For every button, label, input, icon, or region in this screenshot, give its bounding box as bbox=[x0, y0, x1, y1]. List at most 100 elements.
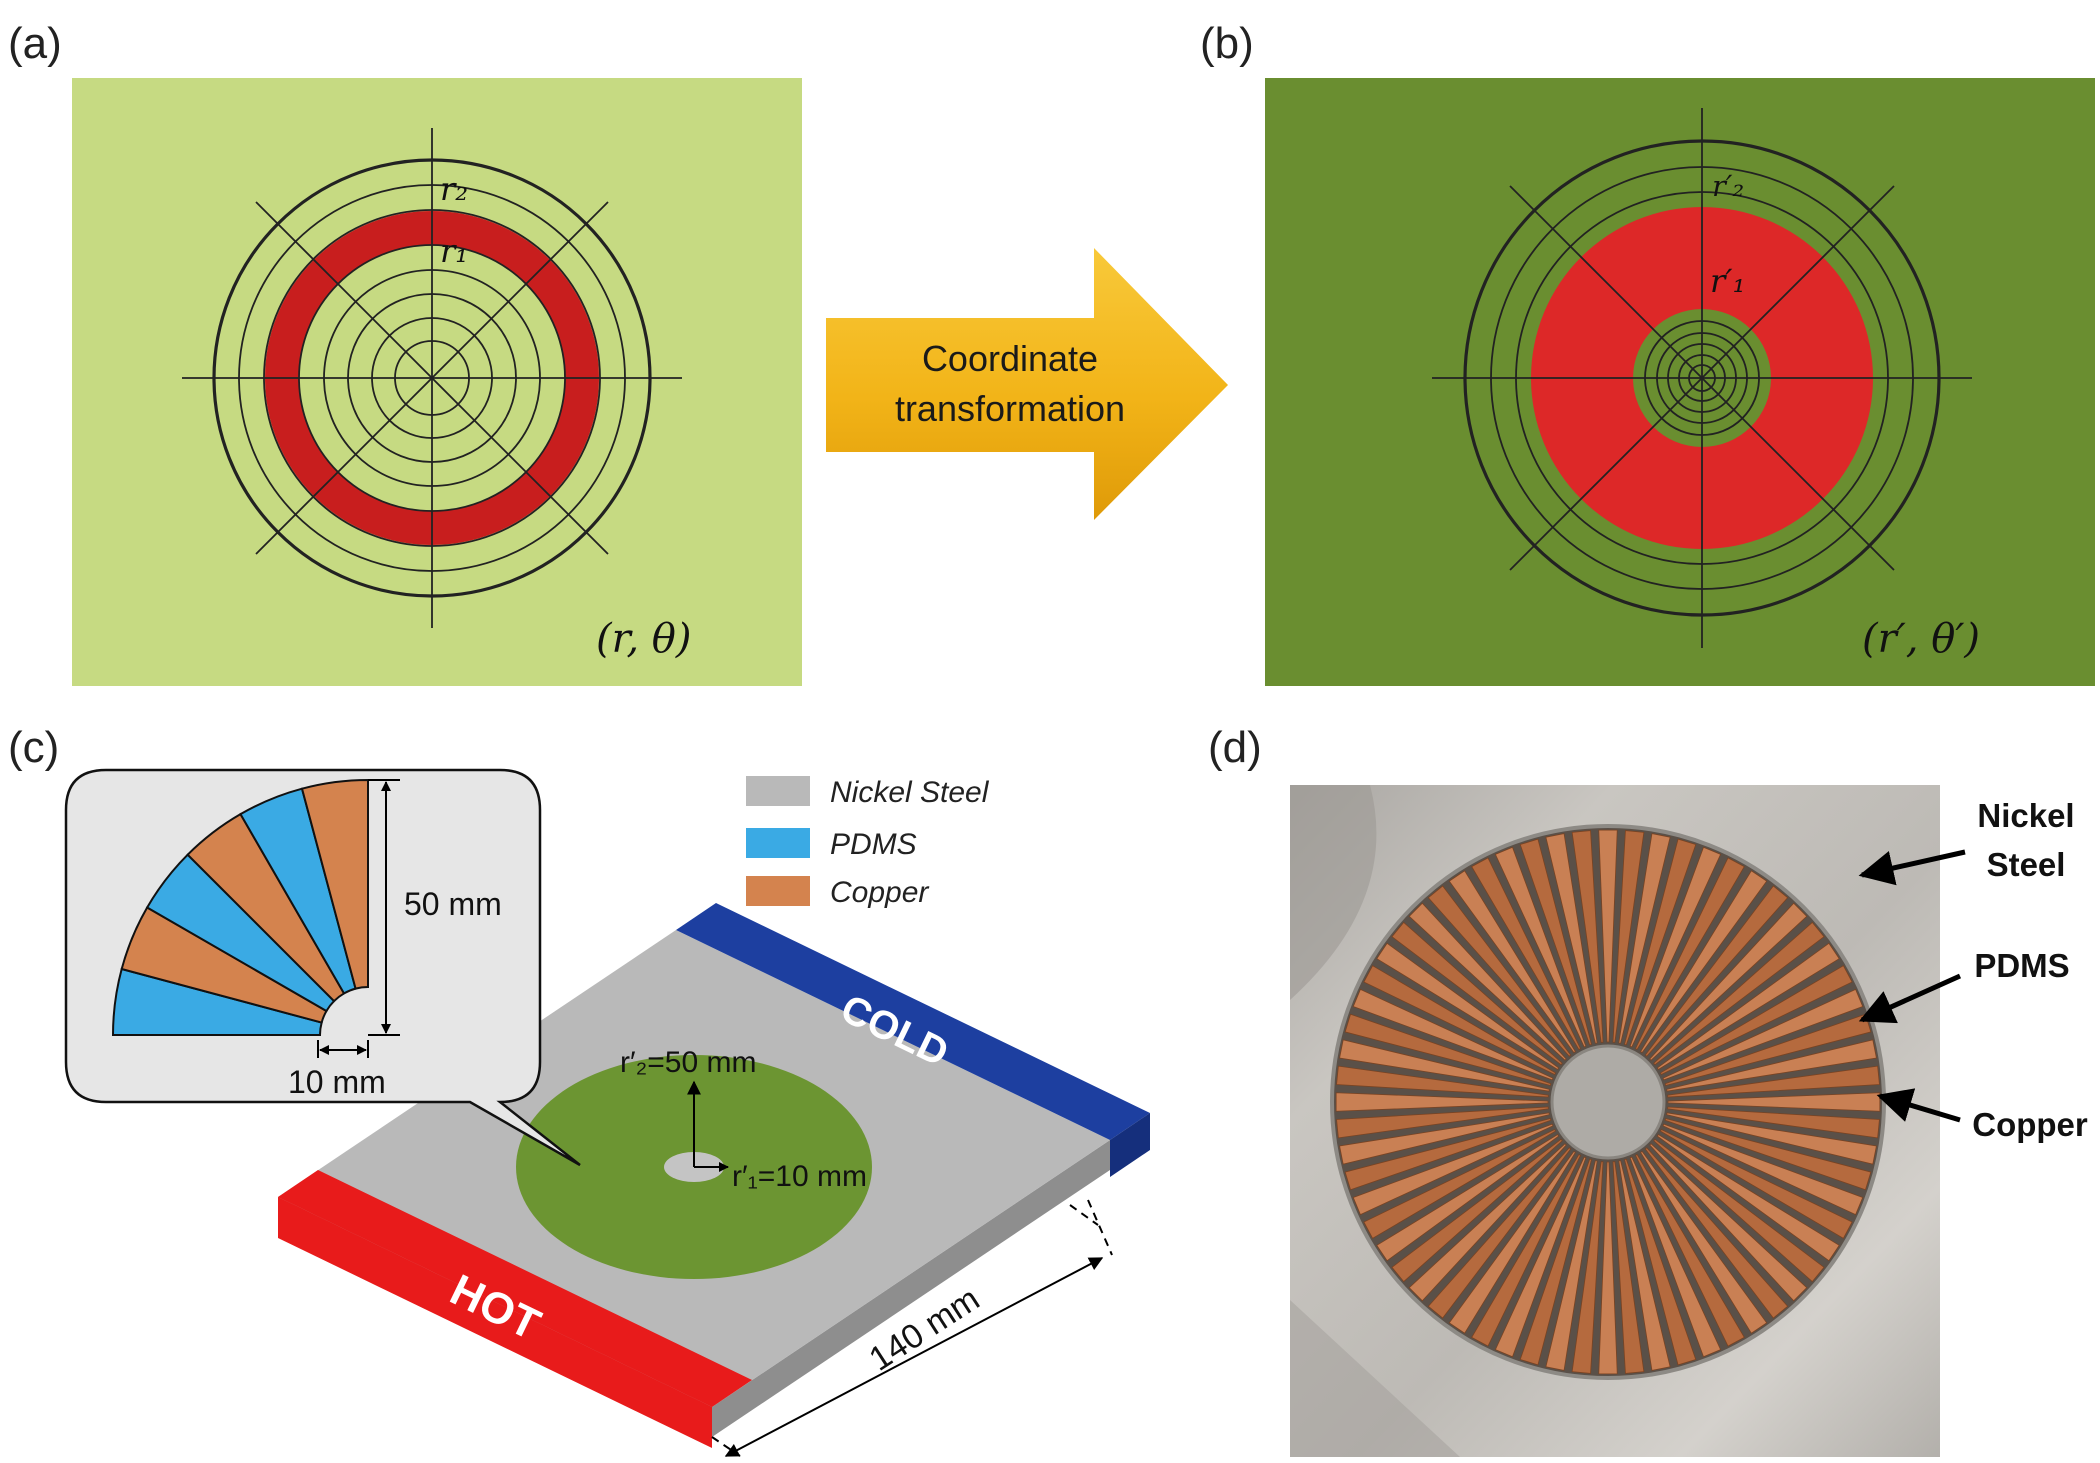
photo-copper-spoke bbox=[1618, 833, 1671, 1044]
photo-copper-spoke bbox=[1618, 1160, 1671, 1371]
callout-pdms: PDMS bbox=[1974, 947, 2069, 984]
inset-quarter-annulus bbox=[111, 778, 369, 1036]
photo-copper-spoke bbox=[1427, 885, 1572, 1057]
photo-copper-spoke bbox=[1634, 1153, 1745, 1347]
cold-electrode-front bbox=[1110, 1113, 1150, 1177]
photo-copper-spoke bbox=[1598, 829, 1618, 1043]
photo-copper-spoke bbox=[1519, 838, 1592, 1046]
photo-copper-spoke bbox=[1664, 1118, 1872, 1191]
panel-a: (a) r₂ r₁ (r, θ) bbox=[8, 19, 802, 686]
photo-copper-spoke bbox=[1571, 830, 1604, 1043]
photo-copper-spoke bbox=[1629, 846, 1722, 1048]
photo-copper-spoke bbox=[1448, 1150, 1576, 1334]
legend-swatch-copper bbox=[746, 876, 810, 906]
photo-copper-spoke bbox=[1363, 965, 1557, 1076]
plate-size-dimension bbox=[711, 1199, 1113, 1457]
panel-c-label: (c) bbox=[8, 723, 59, 772]
photo-copper-spoke bbox=[1649, 902, 1808, 1061]
photo-callout-arrows bbox=[1858, 849, 1966, 1123]
photo-copper-spoke bbox=[1644, 885, 1789, 1057]
panel-b-r1-label: r′₁ bbox=[1710, 262, 1745, 300]
photo-copper-spoke bbox=[1629, 1156, 1722, 1358]
panel-b: (b) r′₂ r′₁ (r′, θ′) bbox=[1200, 19, 2095, 686]
photo-copper-spoke bbox=[1634, 857, 1745, 1051]
photo-copper-spoke bbox=[1571, 1161, 1604, 1374]
photo-copper-spoke bbox=[1408, 902, 1567, 1061]
photo-copper-spoke bbox=[1656, 942, 1840, 1070]
photo-copper-spoke bbox=[1640, 1150, 1768, 1334]
photo-copper-spoke bbox=[1427, 1147, 1572, 1319]
transformation-arrow: Coordinate transformation bbox=[826, 248, 1228, 520]
photo-copper-spoke bbox=[1644, 1147, 1789, 1319]
cold-electrode-top bbox=[676, 903, 1150, 1140]
photo-copper-spoke bbox=[1612, 830, 1645, 1043]
photo-copper-spoke bbox=[1624, 1158, 1697, 1366]
photo-copper-spoke bbox=[1667, 1065, 1880, 1098]
photo-copper-spoke bbox=[1659, 1128, 1853, 1239]
photo-copper-spoke bbox=[1494, 1156, 1587, 1358]
material-legend: Nickel Steel PDMS Copper bbox=[746, 776, 990, 909]
panel-a-coords: (r, θ) bbox=[596, 616, 691, 662]
photo-copper-spoke bbox=[1640, 870, 1768, 1054]
photo-copper-spoke bbox=[1494, 846, 1587, 1048]
hot-electrode-top bbox=[278, 1170, 752, 1407]
photo-center-core bbox=[1550, 1044, 1666, 1160]
panel-c: (c) HOT COLD r′₂=50 mm r′₁=10 mm 140 mm bbox=[8, 723, 1150, 1457]
photo-copper-spoke bbox=[1363, 1128, 1557, 1239]
r2-dimension-label: r′₂=50 mm bbox=[620, 1046, 756, 1079]
photo-copper-spoke bbox=[1391, 921, 1563, 1066]
legend-label-copper: Copper bbox=[830, 876, 929, 909]
inset-height-label: 50 mm bbox=[404, 886, 502, 922]
hot-electrode-front bbox=[278, 1197, 712, 1448]
inset-dimension-lines bbox=[317, 779, 400, 1058]
photo-copper-spoke bbox=[1376, 942, 1560, 1070]
photo-copper-spoke bbox=[1664, 1013, 1872, 1086]
panel-d: (d) Nickel Steel PDMS Copper bbox=[1208, 723, 2088, 1457]
photo-copper-spoke bbox=[1335, 1092, 1549, 1112]
callout-nickel-steel-line1: Nickel bbox=[1977, 797, 2074, 834]
panel-a-r1-label: r₁ bbox=[440, 232, 468, 270]
photo-reflection-2 bbox=[1290, 1300, 1460, 1457]
legend-label-pdms: PDMS bbox=[830, 828, 917, 861]
panel-b-r2-label: r′₂ bbox=[1712, 169, 1744, 203]
photo-copper-spoke bbox=[1448, 870, 1576, 1054]
panel-a-r2-label: r₂ bbox=[440, 170, 468, 208]
legend-label-nickel-steel: Nickel Steel bbox=[830, 776, 990, 809]
photo-copper-spoke bbox=[1653, 1138, 1825, 1283]
panel-a-label: (a) bbox=[8, 19, 62, 68]
photo-copper-spoke bbox=[1352, 1123, 1554, 1216]
panel-b-coords: (r′, θ′) bbox=[1862, 616, 1980, 662]
transformation-arrow-line2: transformation bbox=[895, 388, 1125, 429]
photo-copper-spoke bbox=[1598, 1161, 1618, 1375]
photo-copper-spoke bbox=[1471, 857, 1582, 1051]
photo-copper-spoke bbox=[1408, 1143, 1567, 1302]
photo-copper-spoke bbox=[1659, 965, 1853, 1076]
photo-copper-spoke bbox=[1471, 1153, 1582, 1347]
legend-swatch-nickel-steel bbox=[746, 776, 810, 806]
inset-width-label: 10 mm bbox=[288, 1064, 386, 1100]
r1-dimension-label: r′₁=10 mm bbox=[732, 1160, 867, 1193]
transformation-arrow-shape bbox=[826, 248, 1228, 520]
photo-copper-spoke bbox=[1352, 988, 1554, 1081]
photo-copper-spoke bbox=[1339, 1039, 1550, 1092]
photo-copper-spokes bbox=[1335, 829, 1881, 1375]
panel-d-label: (d) bbox=[1208, 723, 1262, 772]
photo-copper-spoke bbox=[1612, 1161, 1645, 1374]
photo-copper-spoke bbox=[1624, 838, 1697, 1046]
photo-copper-spoke bbox=[1662, 1123, 1864, 1216]
photo-copper-spoke bbox=[1667, 1106, 1880, 1139]
photo-copper-spoke bbox=[1344, 1118, 1552, 1191]
callout-nickel-steel-line2: Steel bbox=[1987, 846, 2066, 883]
photo-copper-spoke bbox=[1653, 921, 1825, 1066]
photo-copper-spoke bbox=[1344, 1013, 1552, 1086]
panel-a-polar-grid bbox=[182, 128, 682, 628]
panel-b-label: (b) bbox=[1200, 19, 1254, 68]
photo-copper-spoke bbox=[1656, 1134, 1840, 1262]
callout-copper: Copper bbox=[1972, 1106, 2088, 1143]
photo-copper-spoke bbox=[1336, 1065, 1549, 1098]
photo-copper-spoke bbox=[1666, 1112, 1877, 1165]
photo-copper-spoke bbox=[1336, 1106, 1549, 1139]
photo-copper-spoke bbox=[1519, 1158, 1592, 1366]
photo-copper-spoke bbox=[1339, 1112, 1550, 1165]
